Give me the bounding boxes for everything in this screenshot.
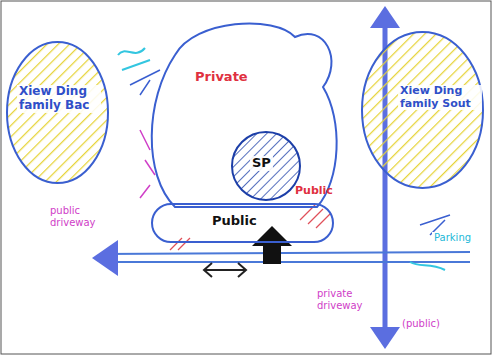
node-outline — [135, 15, 345, 245]
arrow-head — [370, 6, 400, 28]
zone-bubble: PrivatePublic SP Public — [135, 15, 345, 245]
arrow-head — [92, 240, 118, 276]
zone-label: Public — [212, 214, 257, 229]
arrow-head — [238, 263, 246, 277]
road-line — [105, 261, 470, 263]
zone-label: Public — [295, 185, 333, 198]
arrow-head — [204, 263, 212, 277]
note-label: public driveway — [48, 205, 114, 228]
cyan-stroke — [410, 262, 445, 270]
public-zone: Public — [150, 202, 335, 244]
zone-label: Xiew Ding family Sout — [398, 85, 482, 110]
zone-label: Private — [195, 70, 248, 85]
note-label: Parking — [432, 232, 473, 244]
zone-bubble: Xiew Ding family Sout — [360, 30, 485, 190]
zone-label: Xiew Ding family Bac — [17, 85, 101, 113]
arrow-head — [370, 327, 400, 349]
red-hatch — [170, 205, 331, 250]
note-label: (public) — [400, 318, 442, 330]
zone-bubble: Xiew Ding family Bac — [5, 40, 110, 185]
note-label: private driveway — [315, 288, 379, 311]
service-circle: SP — [230, 130, 302, 202]
road-line — [100, 252, 470, 254]
zone-label: SP — [250, 156, 273, 171]
entry-arrow — [252, 226, 292, 264]
move-arrow — [205, 269, 245, 271]
